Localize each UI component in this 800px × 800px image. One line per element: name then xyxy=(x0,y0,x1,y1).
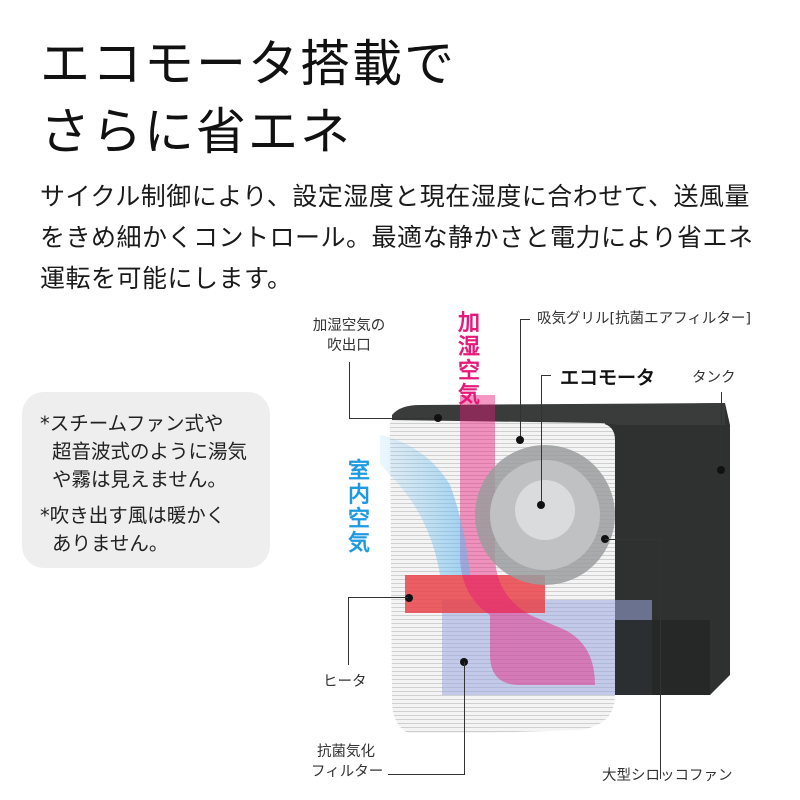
filter-label: 抗菌気化 フィルター xyxy=(311,742,383,782)
description-line-1: サイクル制御により、設定湿度と現在湿度に合わせて、送風量 xyxy=(40,182,751,211)
heater-dot xyxy=(405,594,413,602)
description-line-3: 運転を可能にします。 xyxy=(40,264,293,293)
outlet-dot xyxy=(434,414,442,422)
intake-grill-label: 吸気グリル[抗菌エアフィルター] xyxy=(537,311,752,327)
room-air-label: 室内空気 xyxy=(347,459,370,556)
note-1-line-1: *スチームファン式や xyxy=(40,412,224,435)
heater-block xyxy=(405,575,545,613)
filter-label-line-2: フィルター xyxy=(311,764,384,780)
outlet-label-line-1: 加湿空気の xyxy=(312,318,386,334)
eco-motor-label: エコモータ xyxy=(560,367,656,389)
note-2: *吹き出す風は暖かく ありません。 xyxy=(40,502,270,558)
note-1-line-3: や霧は見えません。 xyxy=(52,468,227,491)
fan-label: 大型シロッコファン xyxy=(602,768,733,784)
eco-leader-h xyxy=(541,375,551,376)
fan-leader-h xyxy=(605,539,661,540)
filter-leader-v xyxy=(464,662,465,774)
note-1-line-2: 超音波式のように湯気 xyxy=(52,440,248,463)
eco-motor-dot xyxy=(537,501,545,509)
outlet-leader-h xyxy=(349,418,437,419)
filter-leader-h xyxy=(388,774,465,775)
note-2-line-1: *吹き出す風は暖かく xyxy=(40,504,226,527)
grill-dot xyxy=(516,436,524,444)
heater-leader-h xyxy=(348,597,408,598)
heater-leader-v xyxy=(348,597,349,665)
humidifier-cutaway-illustration xyxy=(380,395,730,733)
outlet-leader xyxy=(349,362,350,418)
outlet-label: 加湿空気の 吹出口 xyxy=(303,316,395,356)
tank-label: タンク xyxy=(692,370,736,386)
tank-leader xyxy=(721,392,722,466)
fan-leader-v xyxy=(660,539,661,779)
description-line-2: をきめ細かくコントロール。最適な静かさと電力により省エネ xyxy=(40,223,754,252)
headline-line-2: さらに省エネ xyxy=(40,103,352,161)
description: サイクル制御により、設定湿度と現在湿度に合わせて、送風量 をきめ細かくコントロー… xyxy=(40,176,780,299)
humid-air-label: 加湿空気 xyxy=(457,311,480,408)
headline: エコモータ搭載で さらに省エネ xyxy=(40,30,456,166)
note-1: *スチームファン式や 超音波式のように湯気 や霧は見えません。 xyxy=(40,410,270,494)
note-box: *スチームファン式や 超音波式のように湯気 や霧は見えません。 *吹き出す風は暖… xyxy=(22,392,270,568)
heater-label: ヒータ xyxy=(323,674,367,690)
note-2-line-2: ありません。 xyxy=(52,532,169,555)
grill-leader-h xyxy=(520,319,530,320)
eco-leader-v xyxy=(541,375,542,505)
tank-dot xyxy=(717,466,725,474)
grill-leader-v xyxy=(520,319,521,439)
room-air-flow xyxy=(380,434,470,575)
headline-line-1: エコモータ搭載で xyxy=(40,35,456,93)
outlet-label-line-2: 吹出口 xyxy=(327,338,371,354)
filter-label-line-1: 抗菌気化 xyxy=(317,744,375,760)
